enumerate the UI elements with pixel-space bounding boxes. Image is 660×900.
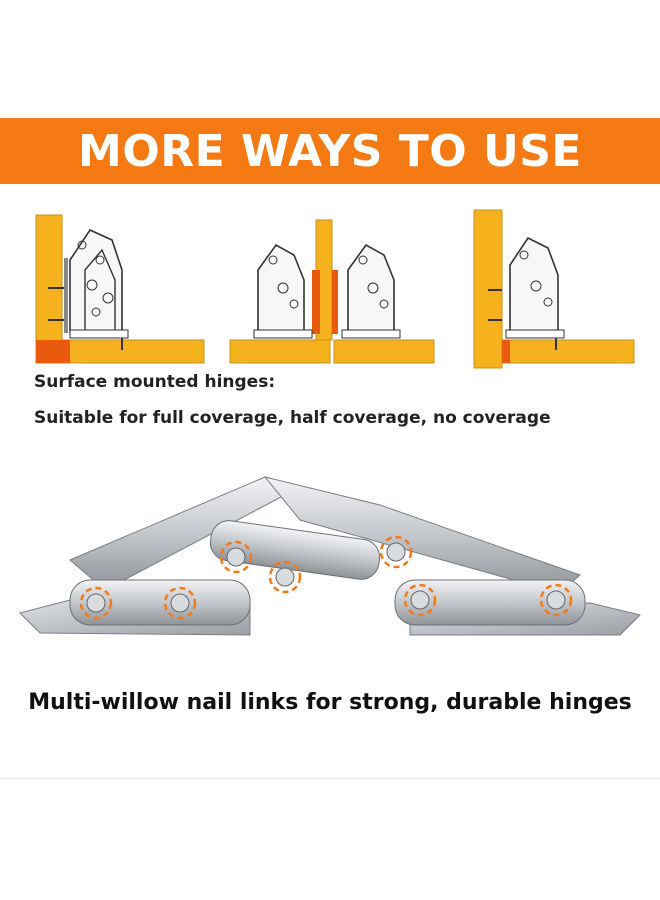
divider: [0, 778, 660, 779]
no-coverage-hinge-diagram-icon: [473, 209, 635, 369]
caption-line-2: Suitable for full coverage, half coverag…: [34, 408, 551, 428]
half-coverage-hinge-diagram-icon: [229, 219, 435, 364]
bottom-caption: Multi-willow nail links for strong, dura…: [28, 690, 632, 715]
folding-hinge-photo-icon: [19, 476, 641, 636]
usage-diagrams: [0, 200, 660, 380]
top-banner: MORE WAYS TO USE: [0, 118, 660, 184]
full-coverage-hinge-diagram-icon: [35, 214, 205, 364]
caption-line-1: Surface mounted hinges:: [34, 372, 276, 392]
banner-title: MORE WAYS TO USE: [78, 125, 582, 177]
